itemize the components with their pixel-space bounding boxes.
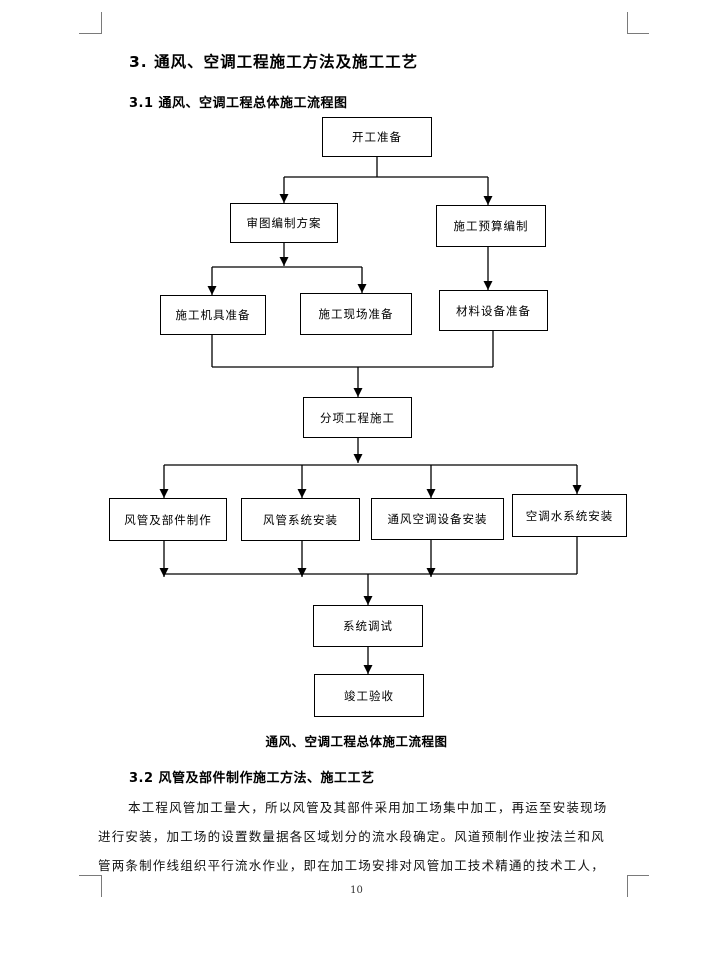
corner-mark-bottom-left-v xyxy=(101,875,102,897)
flow-box-equipment-installation: 通风空调设备安装 xyxy=(371,498,504,540)
flow-box-duct-fabrication: 风管及部件制作 xyxy=(109,498,227,541)
corner-mark-bottom-right-v xyxy=(627,875,628,897)
flow-box-acceptance: 竣工验收 xyxy=(314,674,424,717)
flow-box-subproject: 分项工程施工 xyxy=(303,397,412,438)
section-heading: 3. 通风、空调工程施工方法及施工工艺 xyxy=(129,53,419,71)
flow-box-drawing-review: 审图编制方案 xyxy=(230,203,338,243)
flow-box-duct-installation: 风管系统安装 xyxy=(241,498,360,541)
paragraph-line-3: 管两条制作线组织平行流水作业，即在加工场安排对风管加工技术精通的技术工人， xyxy=(98,858,605,873)
page-number: 10 xyxy=(350,885,363,896)
flow-box-debugging: 系统调试 xyxy=(313,605,423,647)
paragraph-line-1: 本工程风管加工量大，所以风管及其部件采用加工场集中加工，再运至安装现场 xyxy=(128,800,608,815)
subsection-heading-3-2: 3.2 风管及部件制作施工方法、施工工艺 xyxy=(129,771,375,786)
flow-box-budget: 施工预算编制 xyxy=(436,205,546,247)
corner-mark-bottom-right-h xyxy=(627,875,649,876)
flow-box-site: 施工现场准备 xyxy=(300,293,412,335)
corner-mark-top-right-v xyxy=(627,12,628,34)
figure-caption: 通风、空调工程总体施工流程图 xyxy=(265,734,448,749)
flow-box-start: 开工准备 xyxy=(322,117,432,157)
flow-box-materials: 材料设备准备 xyxy=(439,290,548,331)
paragraph-line-2: 进行安装，加工场的设置数量据各区域划分的流水段确定。风道预制作业按法兰和风 xyxy=(98,829,605,844)
flow-box-water-system: 空调水系统安装 xyxy=(512,494,627,537)
corner-mark-top-right-h xyxy=(627,33,649,34)
corner-mark-bottom-left-h xyxy=(79,875,102,876)
corner-mark-top-left-h xyxy=(79,33,102,34)
flow-box-machinery: 施工机具准备 xyxy=(160,295,266,335)
corner-mark-top-left-v xyxy=(101,12,102,34)
subsection-heading-3-1: 3.1 通风、空调工程总体施工流程图 xyxy=(129,96,348,111)
